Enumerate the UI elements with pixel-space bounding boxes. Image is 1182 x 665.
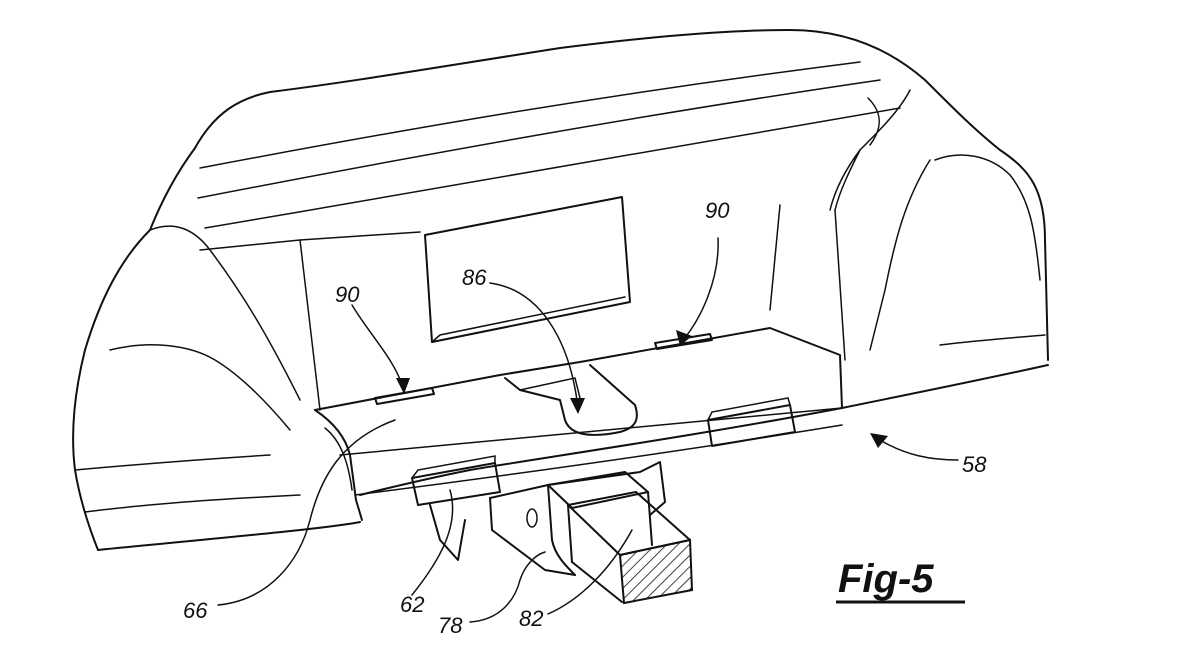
leader-lines [217,237,959,623]
callout-82: 82 [519,606,543,631]
callout-labels: 90 86 90 58 66 62 78 82 [183,198,987,638]
license-plate-recess [424,196,631,343]
callout-78: 78 [438,613,463,638]
callout-90-left: 90 [335,282,360,307]
figure-title: Fig-5 [838,557,934,601]
callout-86: 86 [462,265,487,290]
callout-90-right: 90 [705,198,730,223]
figure-caption: Fig-5 [836,557,965,604]
bumper-body [72,29,1049,551]
callout-66: 66 [183,598,208,623]
callout-58: 58 [962,452,987,477]
hitch-assembly [429,461,694,605]
bracket-plate [314,327,843,521]
callout-62: 62 [400,592,424,617]
